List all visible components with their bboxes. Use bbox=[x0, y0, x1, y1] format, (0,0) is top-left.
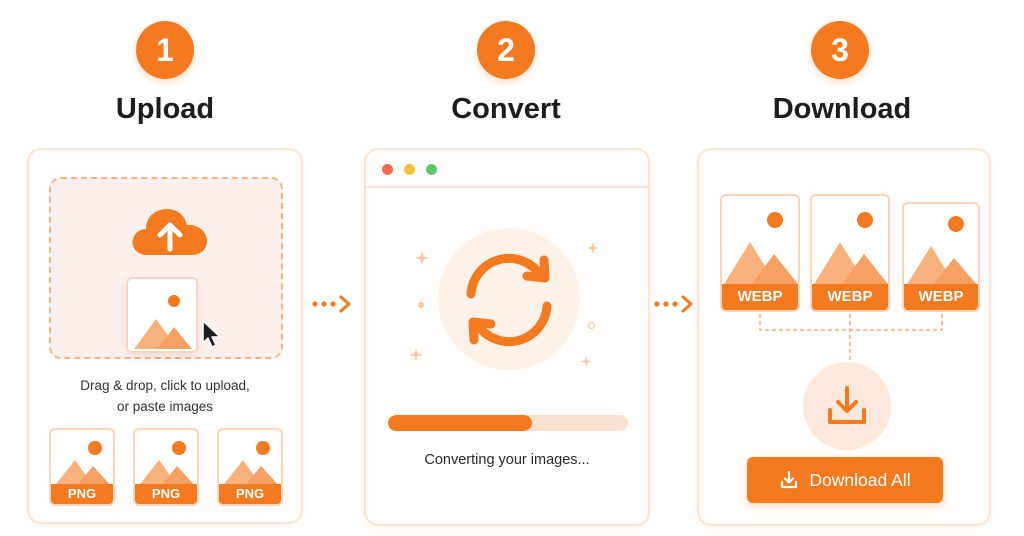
cloud-upload-icon bbox=[132, 209, 207, 255]
window-title-bar bbox=[366, 150, 648, 188]
png-file-thumb: PNG bbox=[133, 428, 199, 506]
arrow-right-icon bbox=[654, 295, 693, 313]
download-icon bbox=[781, 470, 798, 489]
file-format-label: PNG bbox=[135, 484, 197, 504]
window-close-dot bbox=[382, 164, 393, 175]
image-icon bbox=[814, 212, 888, 284]
upload-panel: Drag & drop, click to upload, or paste i… bbox=[27, 148, 303, 524]
image-icon bbox=[724, 212, 798, 284]
dragged-image-card[interactable] bbox=[126, 277, 198, 353]
convert-panel: Converting your images... bbox=[364, 148, 650, 526]
merge-connector-lines bbox=[759, 314, 943, 366]
image-icon bbox=[137, 441, 197, 488]
sparkle-icon bbox=[409, 348, 423, 362]
download-panel: WEBP WEBP WEBP Downlo bbox=[697, 148, 991, 526]
image-icon bbox=[53, 441, 113, 488]
sparkle-icon bbox=[581, 356, 592, 367]
file-format-label: PNG bbox=[51, 484, 113, 504]
step-1-badge: 1 bbox=[136, 21, 194, 79]
png-file-thumb: PNG bbox=[217, 428, 283, 506]
step-1-title: Upload bbox=[115, 93, 215, 125]
file-format-label: WEBP bbox=[722, 284, 798, 310]
file-format-label: WEBP bbox=[904, 284, 978, 310]
webp-file-thumb: WEBP bbox=[720, 194, 800, 312]
step-2-badge: 2 bbox=[477, 21, 535, 79]
sparkle-dot bbox=[418, 302, 424, 308]
sparkle-ring bbox=[588, 322, 595, 329]
sparkle-icon bbox=[587, 242, 599, 254]
download-all-label: Download All bbox=[809, 469, 911, 490]
step-3-badge: 3 bbox=[811, 21, 869, 79]
file-format-label: PNG bbox=[219, 484, 281, 504]
image-icon bbox=[221, 441, 281, 488]
window-maximize-dot bbox=[426, 164, 437, 175]
window-minimize-dot bbox=[404, 164, 415, 175]
drop-instructions-line-2: or paste images bbox=[116, 399, 214, 414]
drop-instructions-line-1: Drag & drop, click to upload, bbox=[80, 378, 250, 393]
image-icon bbox=[906, 216, 978, 286]
step-3-title: Download bbox=[772, 93, 912, 125]
image-icon bbox=[134, 295, 192, 349]
step-2-title: Convert bbox=[451, 93, 561, 125]
progress-fill bbox=[388, 415, 532, 431]
webp-file-thumb: WEBP bbox=[902, 202, 980, 312]
sparkle-icon bbox=[415, 251, 429, 265]
drop-zone[interactable] bbox=[49, 177, 283, 359]
webp-file-thumb: WEBP bbox=[810, 194, 890, 312]
refresh-glow bbox=[438, 228, 580, 370]
png-file-thumb: PNG bbox=[49, 428, 115, 506]
download-icon bbox=[828, 386, 866, 424]
arrow-right-icon bbox=[312, 295, 351, 313]
conversion-status-text: Converting your images... bbox=[424, 452, 590, 468]
download-circle bbox=[803, 362, 891, 450]
file-format-label: WEBP bbox=[812, 284, 888, 310]
refresh-icon bbox=[466, 253, 552, 347]
conversion-progress-bar bbox=[388, 415, 628, 431]
cursor-icon bbox=[202, 320, 221, 348]
download-all-button[interactable]: Download All bbox=[747, 457, 943, 503]
